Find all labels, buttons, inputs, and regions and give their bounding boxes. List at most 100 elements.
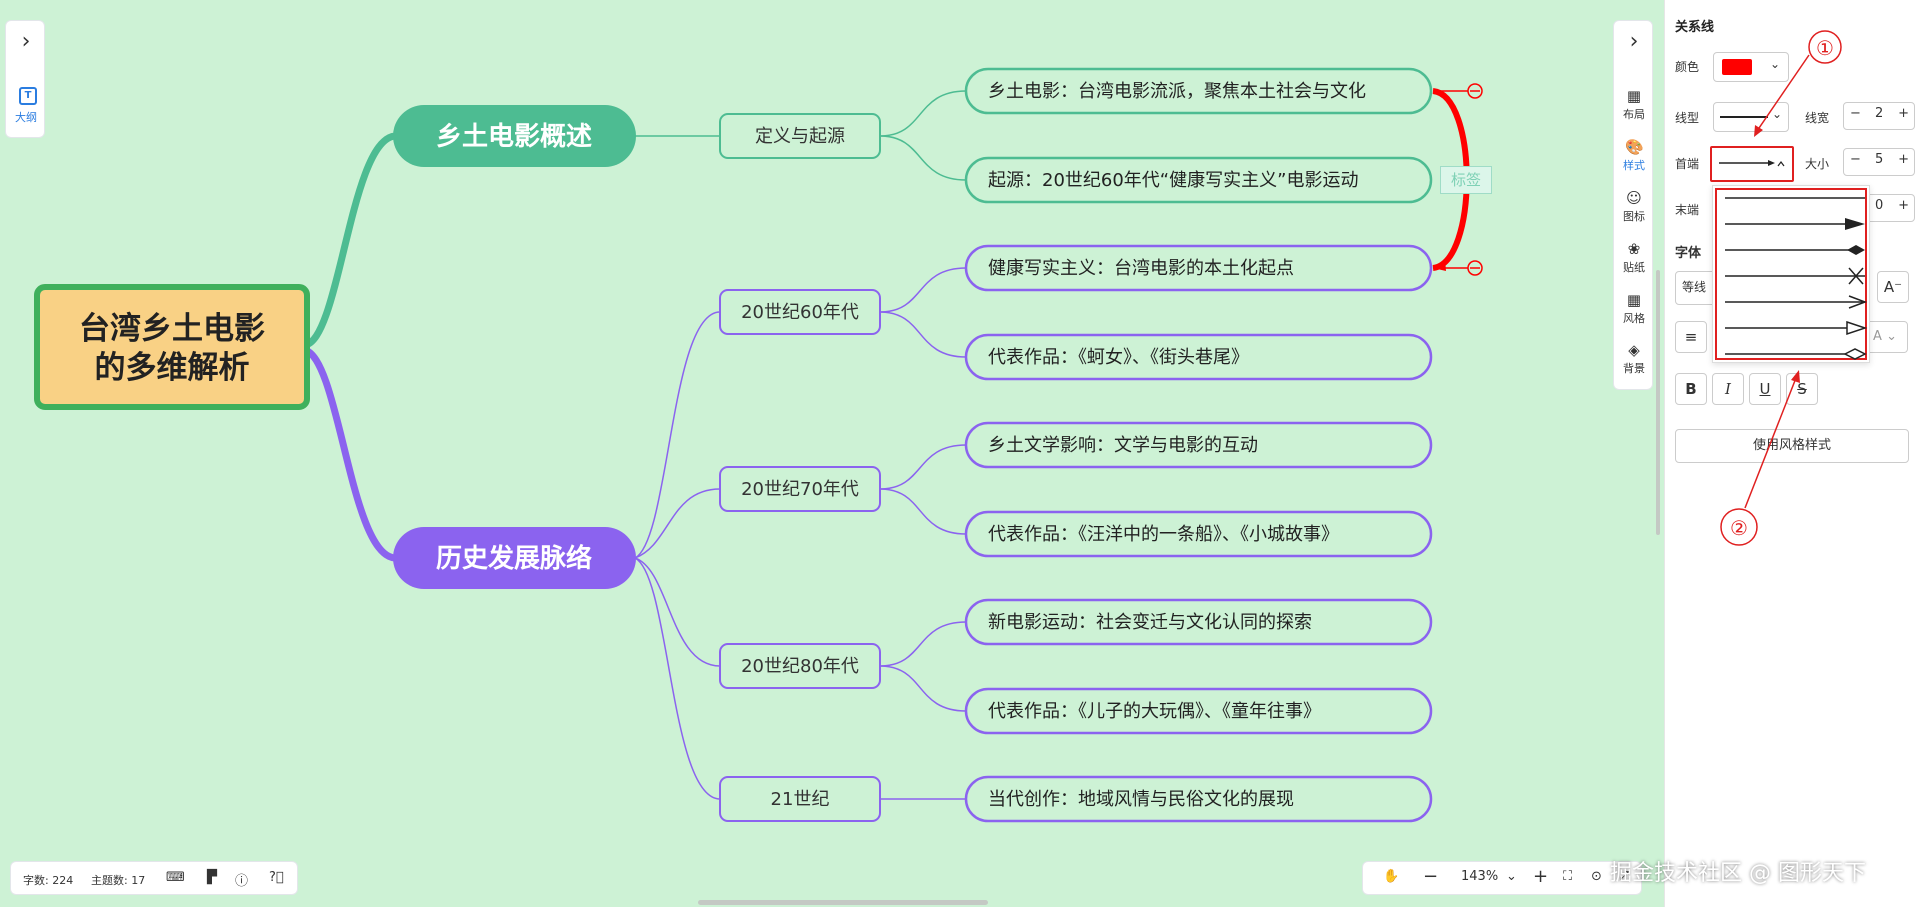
leaf-node[interactable] bbox=[964, 156, 1433, 204]
connector-80s-l2 bbox=[879, 665, 967, 712]
color-select[interactable]: ⌄ bbox=[1713, 52, 1789, 82]
tool-background[interactable]: ◈ 背景 bbox=[1614, 341, 1654, 376]
tool-sticker[interactable]: ❀ 贴纸 bbox=[1614, 240, 1654, 275]
line-type-label: 线型 bbox=[1675, 111, 1700, 125]
branch-node-history[interactable] bbox=[393, 527, 636, 589]
start-arrow-label: 首端 bbox=[1675, 157, 1700, 171]
arrow-option-open-diamond[interactable] bbox=[1725, 348, 1867, 360]
use-theme-style-button[interactable]: 使用风格样式 bbox=[1675, 429, 1909, 463]
vertical-scrollbar[interactable] bbox=[1656, 270, 1660, 535]
info-icon[interactable]: ⓘ bbox=[235, 874, 249, 889]
zoom-value[interactable]: 143% bbox=[1461, 869, 1499, 884]
arrow-option-cross[interactable] bbox=[1725, 267, 1865, 285]
arrow-type-dropdown bbox=[1712, 185, 1870, 363]
root-node-shape[interactable] bbox=[34, 284, 310, 410]
root-node-title-line2: 的多维解析 bbox=[95, 350, 250, 386]
palette-icon: 🎨 bbox=[1625, 138, 1644, 156]
tool-theme[interactable]: ▦ 风格 bbox=[1614, 291, 1654, 326]
root-branch-connector-1 bbox=[303, 132, 397, 349]
align-left-icon[interactable]: ≡ bbox=[1675, 321, 1707, 353]
theme-grid-icon: ▦ bbox=[1626, 291, 1642, 309]
mid-node-label: 21世纪 bbox=[771, 789, 830, 810]
tool-icon[interactable]: ☺ 图标 bbox=[1614, 189, 1654, 224]
leaf-node[interactable] bbox=[964, 421, 1433, 469]
minus-icon[interactable]: − bbox=[1850, 152, 1861, 167]
minimap-icon[interactable]: ▛ bbox=[207, 870, 217, 885]
root-branch-connector-2 bbox=[303, 346, 396, 562]
end-arrow-label: 末端 bbox=[1675, 203, 1700, 217]
chevron-right-icon[interactable]: › bbox=[21, 29, 31, 54]
line-width-stepper[interactable]: − 2 + bbox=[1843, 102, 1915, 130]
fullscreen-icon[interactable]: ⤢ bbox=[1619, 869, 1630, 884]
mid-node-definition[interactable] bbox=[719, 113, 881, 159]
start-arrow-select[interactable] bbox=[1710, 146, 1794, 182]
connector-def-l1 bbox=[879, 90, 967, 137]
mid-node-80s[interactable] bbox=[719, 643, 881, 689]
end-size-value[interactable]: 0 bbox=[1875, 198, 1884, 213]
plus-icon[interactable]: + bbox=[1898, 152, 1909, 167]
leaf-label: 乡土文学影响：文学与电影的互动 bbox=[988, 435, 1258, 456]
outline-label[interactable]: 大纲 bbox=[15, 111, 37, 124]
horizontal-scrollbar[interactable] bbox=[698, 900, 988, 905]
tool-layout[interactable]: ▦ 布局 bbox=[1614, 87, 1654, 122]
chevron-down-icon: ⌄ bbox=[1769, 57, 1780, 71]
bold-button[interactable]: B bbox=[1675, 373, 1707, 405]
minus-icon[interactable]: − bbox=[1850, 106, 1861, 121]
mid-node-60s[interactable] bbox=[719, 289, 881, 335]
mid-node-70s[interactable] bbox=[719, 466, 881, 512]
leaf-node[interactable] bbox=[964, 598, 1433, 646]
chevron-down-icon[interactable]: ⌄ bbox=[1506, 869, 1517, 884]
relation-handle-top[interactable] bbox=[1467, 83, 1483, 99]
relation-handle-bottom[interactable] bbox=[1467, 260, 1483, 276]
connector-70s-l1 bbox=[879, 444, 967, 490]
leaf-label: 代表作品：《儿子的大玩偶》、《童年往事》 bbox=[988, 701, 1321, 722]
line-type-select[interactable]: ⌄ bbox=[1713, 102, 1789, 132]
tool-style[interactable]: 🎨 样式 bbox=[1614, 138, 1654, 173]
leaf-node[interactable] bbox=[964, 67, 1433, 115]
tool-label: 样式 bbox=[1623, 159, 1645, 172]
plus-icon[interactable]: + bbox=[1898, 198, 1909, 213]
leaf-node[interactable] bbox=[964, 687, 1433, 735]
arrow-option-filled-arrow[interactable] bbox=[1725, 218, 1865, 230]
relation-label[interactable]: 标签 bbox=[1440, 166, 1492, 194]
color-label: 颜色 bbox=[1675, 60, 1700, 74]
leaf-label: 起源：20世纪60年代“健康写实主义”电影运动 bbox=[988, 170, 1358, 191]
italic-button[interactable]: I bbox=[1712, 373, 1744, 405]
connector-70s-l2 bbox=[879, 488, 967, 535]
connector-80s-l1 bbox=[879, 621, 967, 667]
word-count: 字数: 224 bbox=[23, 874, 74, 887]
leaf-node[interactable] bbox=[964, 244, 1433, 292]
locate-center-icon[interactable]: ⊙ bbox=[1591, 869, 1602, 884]
mindmap-svg[interactable]: 台湾乡土电影 的多维解析 乡土电影概述 历史发展脉络 定义与起源 20世纪60年… bbox=[0, 0, 1660, 907]
help-icon[interactable]: ?⃝ bbox=[269, 870, 284, 885]
connector-b2-60s bbox=[634, 311, 721, 559]
zoom-out-button[interactable]: − bbox=[1423, 866, 1439, 887]
line-width-value[interactable]: 2 bbox=[1875, 106, 1884, 121]
chevron-right-icon[interactable]: › bbox=[1629, 29, 1639, 54]
chevron-down-icon: ⌄ bbox=[1771, 107, 1782, 121]
font-size-button[interactable]: A⁻ bbox=[1877, 271, 1909, 303]
outline-icon[interactable]: T bbox=[19, 87, 37, 105]
root-node-title-line1: 台湾乡土电影 bbox=[79, 311, 265, 347]
leaf-node[interactable] bbox=[964, 333, 1433, 381]
start-size-label: 大小 bbox=[1805, 157, 1830, 171]
branch-node-overview[interactable] bbox=[393, 105, 636, 167]
fit-screen-icon[interactable]: ⛶ bbox=[1563, 869, 1573, 884]
keyboard-icon[interactable]: ⌨ bbox=[166, 870, 185, 885]
zoom-in-button[interactable]: + bbox=[1533, 866, 1549, 887]
plus-icon[interactable]: + bbox=[1898, 106, 1909, 121]
property-panel: 关系线 颜色 ⌄ 线型 ⌄ 线宽 − 2 + 首端 大小 bbox=[1664, 0, 1920, 907]
arrow-option-open-triangle[interactable] bbox=[1725, 320, 1868, 336]
leaf-label: 当代创作：地域风情与民俗文化的展现 bbox=[988, 789, 1294, 810]
leaf-node[interactable] bbox=[964, 510, 1433, 558]
start-size-value[interactable]: 5 bbox=[1875, 152, 1884, 167]
start-size-stepper[interactable]: − 5 + bbox=[1843, 148, 1915, 176]
leaf-label: 健康写实主义：台湾电影的本土化起点 bbox=[988, 258, 1294, 279]
arrow-option-open-arrow[interactable] bbox=[1725, 295, 1868, 309]
mid-node-21c[interactable] bbox=[719, 776, 881, 822]
leaf-node[interactable] bbox=[964, 775, 1433, 823]
hand-pan-icon[interactable]: ✋ bbox=[1383, 869, 1400, 884]
underline-button[interactable]: U bbox=[1749, 373, 1781, 405]
arrow-option-filled-diamond[interactable] bbox=[1725, 245, 1865, 255]
